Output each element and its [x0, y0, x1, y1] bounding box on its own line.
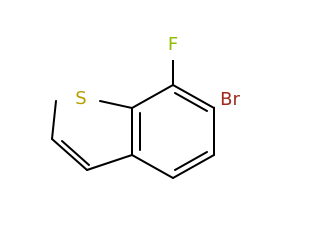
structure-canvas: S F Br — [51, 30, 250, 179]
molecule-diagram: S F Br — [51, 30, 250, 179]
bond-c2-c3-inner — [61, 140, 90, 166]
sulfur-atom-label: S — [75, 88, 86, 109]
sulfur-label-background — [70, 83, 96, 113]
bond-c3-c3a — [86, 154, 133, 171]
bond-c7a-s — [99, 100, 133, 109]
bond-c4-c5-inner — [174, 151, 208, 171]
bond-c6-c7-inner — [174, 92, 208, 112]
bond-c4-c5 — [172, 154, 215, 179]
bromine-label-background — [215, 85, 250, 115]
fluorine-atom-label: F — [168, 34, 178, 55]
bond-c2-c3 — [51, 138, 88, 171]
fluorine-label-background — [160, 30, 186, 60]
bond-c3a-c4 — [131, 154, 174, 179]
bond-c7-c7a — [131, 84, 174, 109]
bromine-atom-label: Br — [220, 89, 240, 110]
bond-s-c2 — [51, 100, 57, 140]
bond-c6-c7 — [172, 84, 215, 109]
